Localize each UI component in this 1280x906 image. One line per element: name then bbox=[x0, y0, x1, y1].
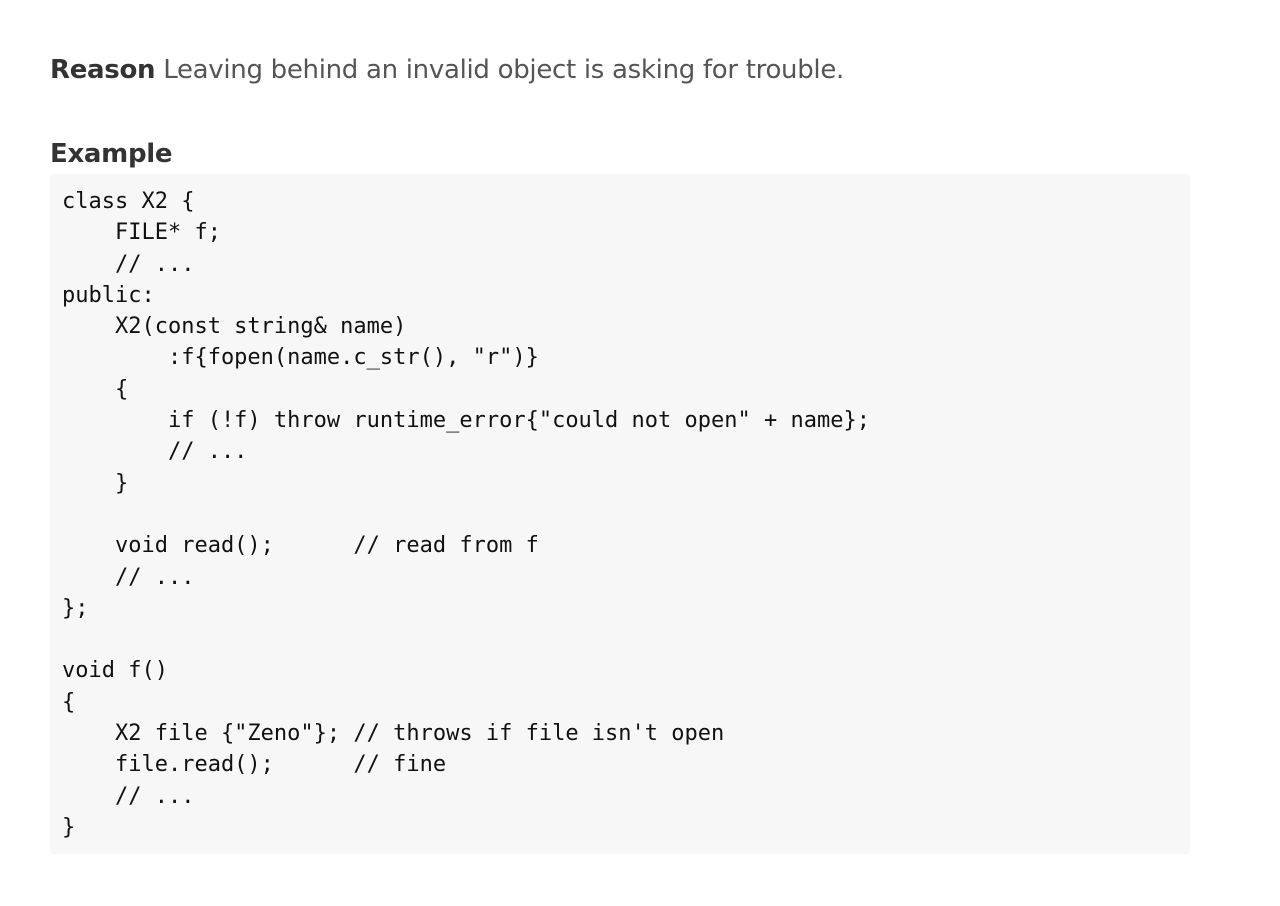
code-line: FILE* f; bbox=[62, 220, 221, 246]
code-line: // ... bbox=[62, 564, 195, 590]
code-block: class X2 { FILE* f; // ... public: X2(con… bbox=[50, 174, 1190, 854]
code-line: class X2 { bbox=[62, 189, 195, 214]
code-line: X2 file {"Zeno"}; // throws if file isn'… bbox=[62, 721, 725, 747]
reason-label: Reason bbox=[50, 55, 156, 85]
example-heading: Example bbox=[50, 139, 173, 169]
code-line: { bbox=[62, 689, 76, 715]
code-line: }; bbox=[62, 595, 89, 621]
code-line: // ... bbox=[62, 439, 248, 465]
code-line: } bbox=[62, 470, 129, 496]
code-line: X2(const string& name) bbox=[62, 314, 407, 340]
reason-paragraph: Reason Leaving behind an invalid object … bbox=[50, 53, 1200, 87]
code-line bbox=[62, 499, 1190, 530]
code-line: // ... bbox=[62, 251, 195, 277]
code-line: file.read(); // fine bbox=[62, 752, 447, 778]
reason-text: Leaving behind an invalid object is aski… bbox=[155, 55, 845, 85]
code-line: { bbox=[62, 376, 129, 402]
code-line bbox=[62, 624, 1190, 655]
code-line: void f() bbox=[62, 658, 168, 684]
code-line: // ... bbox=[62, 783, 195, 809]
code-line: public: bbox=[62, 282, 155, 308]
code-line: } bbox=[62, 814, 76, 840]
code-line: if (!f) throw runtime_error{"could not o… bbox=[62, 408, 870, 434]
code-line: void read(); // read from f bbox=[62, 533, 539, 559]
code-line: :f{fopen(name.c_str(), "r")} bbox=[62, 345, 539, 371]
